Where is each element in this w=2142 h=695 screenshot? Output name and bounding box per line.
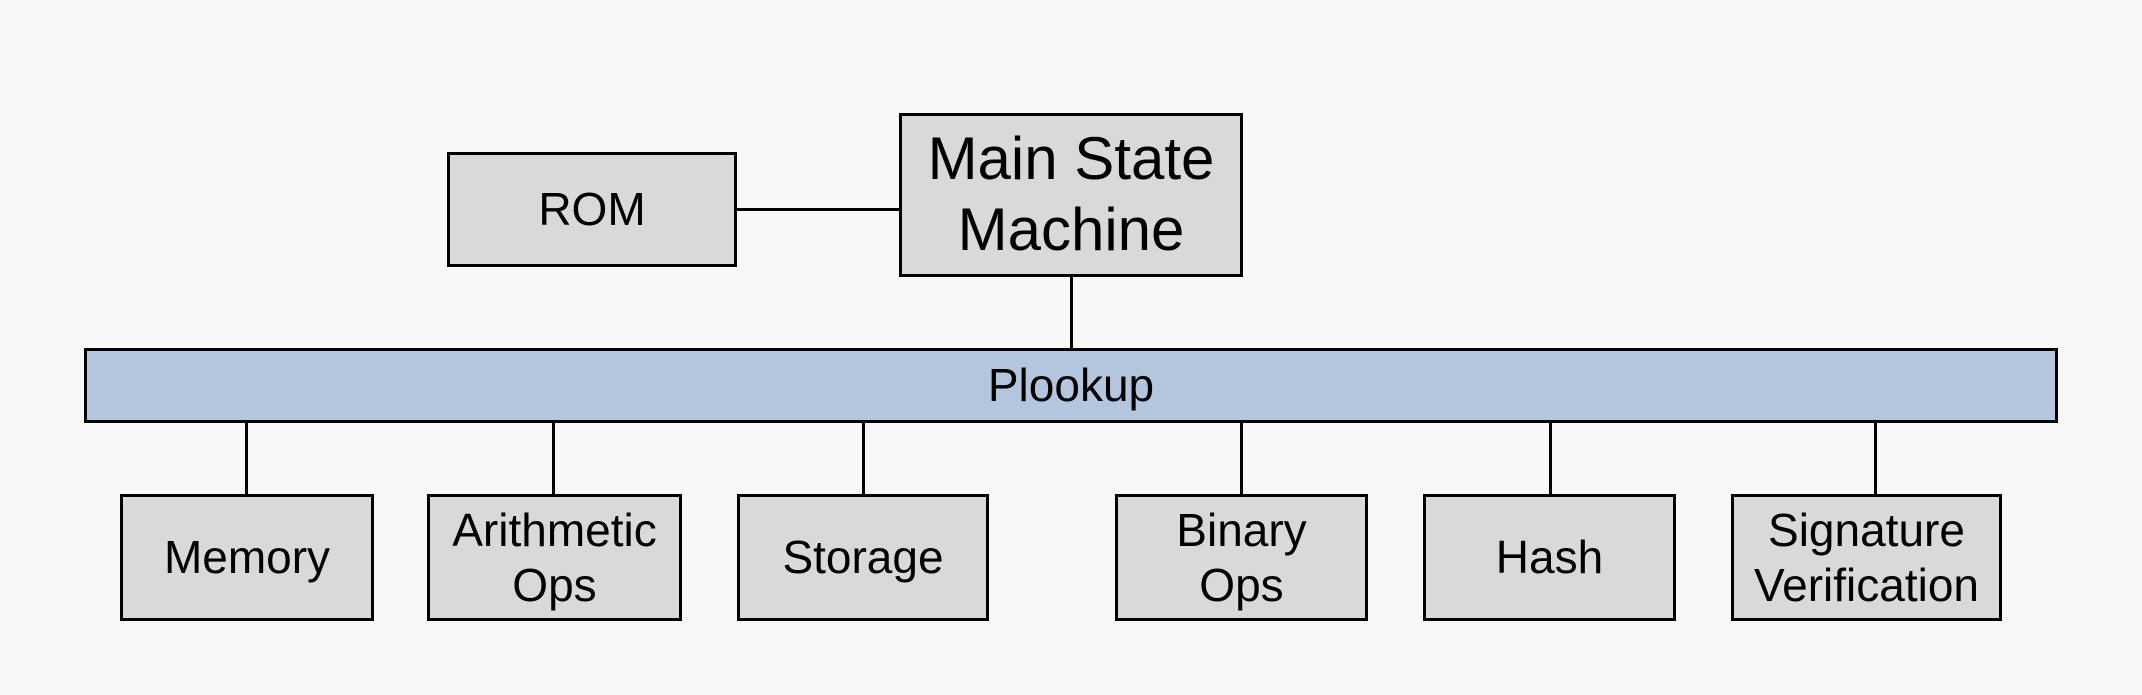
node-storage: Storage [737,494,989,621]
node-arithmetic-ops-label: Arithmetic Ops [452,504,657,611]
node-main-state-machine: Main State Machine [899,113,1243,277]
edge-plookup-bus-to-memory [245,423,248,494]
node-storage-label: Storage [782,531,944,584]
node-rom: ROM [447,152,737,267]
node-rom-label: ROM [538,183,646,236]
edge-plookup-bus-to-hash [1549,423,1552,494]
node-arithmetic-ops: Arithmetic Ops [427,494,682,621]
edge-main-state-machine-to-plookup-bus [1070,277,1073,348]
node-binary-ops-label: Binary Ops [1176,504,1307,611]
node-plookup-bus: Plookup [84,348,2058,423]
node-signature-verification: Signature Verification [1731,494,2002,621]
node-plookup-bus-label: Plookup [987,359,1155,412]
node-signature-verification-label: Signature Verification [1753,504,1979,611]
edge-plookup-bus-to-signature-verification [1874,423,1877,494]
node-binary-ops: Binary Ops [1115,494,1368,621]
node-hash-label: Hash [1495,531,1604,584]
node-main-state-machine-label: Main State Machine [927,125,1215,263]
node-memory: Memory [120,494,374,621]
edge-rom-to-main-state-machine [737,208,899,211]
node-memory-label: Memory [163,531,331,584]
edge-plookup-bus-to-storage [862,423,865,494]
edge-plookup-bus-to-binary-ops [1240,423,1243,494]
edge-plookup-bus-to-arithmetic-ops [552,423,555,494]
node-hash: Hash [1423,494,1676,621]
